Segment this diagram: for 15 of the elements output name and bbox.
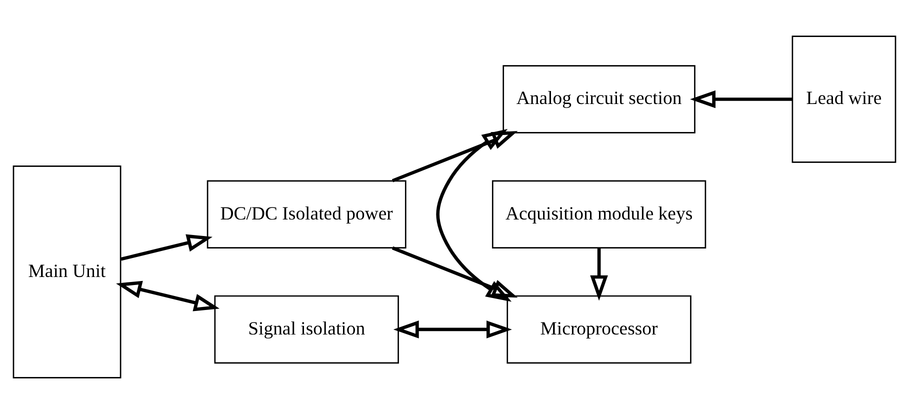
- arrow: [120, 234, 212, 261]
- arrow: [590, 248, 608, 301]
- node-box: Microprocessor: [506, 295, 692, 364]
- arrow: [690, 90, 792, 108]
- arrow: [436, 129, 512, 302]
- arrow: [393, 320, 512, 338]
- arrow: [392, 131, 518, 182]
- arrow: [392, 246, 518, 298]
- node-box: Lead wire: [792, 36, 896, 163]
- node-box: Acquisition module keys: [492, 180, 706, 248]
- node-box: Analog circuit section: [502, 65, 696, 134]
- node-box: Main Unit: [12, 166, 122, 378]
- node-box: Signal isolation: [214, 295, 399, 364]
- node-box: DC/DC Isolated power: [206, 180, 406, 248]
- arrow: [116, 280, 220, 312]
